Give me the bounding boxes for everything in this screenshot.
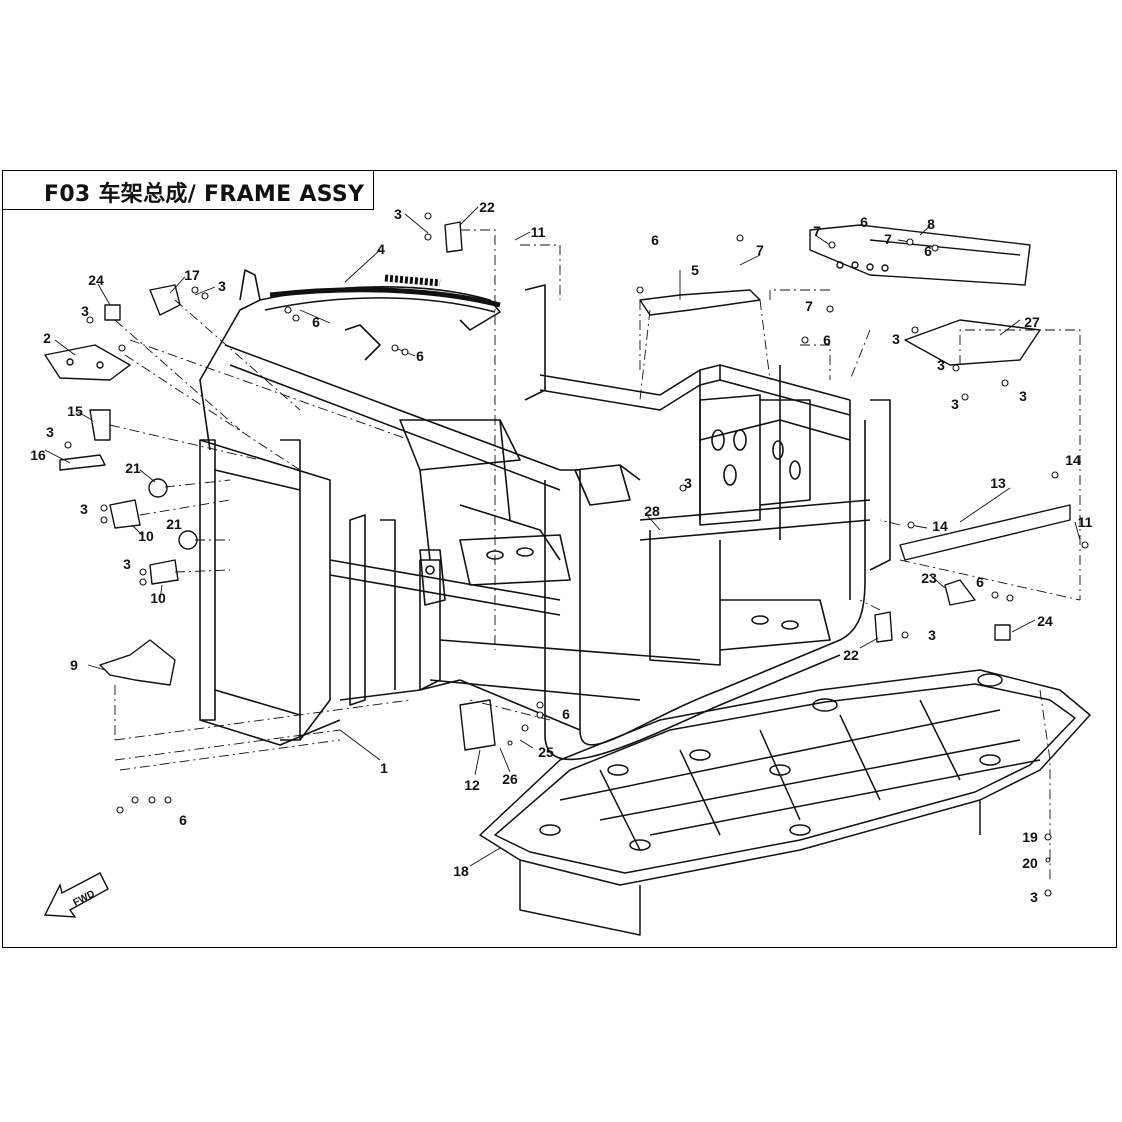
callout-17: 17 bbox=[184, 267, 200, 283]
callout-20: 20 bbox=[1022, 855, 1038, 871]
callout-13: 13 bbox=[990, 475, 1006, 491]
callout-3-near-24: 3 bbox=[81, 303, 89, 319]
callout-6-rear: 6 bbox=[823, 332, 831, 348]
drawing-border bbox=[2, 170, 1117, 948]
callout-10-lower: 10 bbox=[150, 590, 166, 606]
callout-10-upper: 10 bbox=[138, 528, 154, 544]
callout-7-lower: 7 bbox=[805, 298, 813, 314]
callout-19: 19 bbox=[1022, 829, 1038, 845]
callout-3-rear-a: 3 bbox=[951, 396, 959, 412]
callout-labels: 22 3 11 4 17 3 24 3 2 6 6 6 5 7 7 6 7 8 … bbox=[30, 199, 1092, 905]
callout-9: 9 bbox=[70, 657, 78, 673]
callout-7-rack-right: 7 bbox=[884, 231, 892, 247]
callout-6-bottom-left: 6 bbox=[179, 812, 187, 828]
callout-1: 1 bbox=[380, 760, 388, 776]
callout-24-left: 24 bbox=[88, 272, 104, 288]
callout-6-near-5: 6 bbox=[651, 232, 659, 248]
callout-8: 8 bbox=[927, 216, 935, 232]
callout-6-rack-right: 6 bbox=[924, 243, 932, 259]
small-parts bbox=[44, 221, 1071, 751]
callout-18: 18 bbox=[453, 863, 469, 879]
callout-3-near-10b: 3 bbox=[123, 556, 131, 572]
callout-25: 25 bbox=[538, 744, 554, 760]
callout-7-near-5: 7 bbox=[756, 242, 764, 258]
callout-3-near-10a: 3 bbox=[80, 501, 88, 517]
callout-23: 23 bbox=[921, 570, 937, 586]
callout-12: 12 bbox=[464, 777, 480, 793]
title-box bbox=[2, 170, 374, 210]
callout-3-rear-b: 3 bbox=[1019, 388, 1027, 404]
callout-3-top: 3 bbox=[394, 206, 402, 222]
leader-lines bbox=[44, 206, 1081, 867]
callout-6-near-23: 6 bbox=[976, 574, 984, 590]
callout-22-top: 22 bbox=[479, 199, 495, 215]
alignment-lines bbox=[109, 229, 1081, 880]
callout-6-mid: 6 bbox=[416, 348, 424, 364]
callout-6-roll-bar: 6 bbox=[312, 314, 320, 330]
callout-24-right: 24 bbox=[1037, 613, 1053, 629]
page-title: F03 车架总成/ FRAME ASSY bbox=[44, 182, 365, 207]
callout-3-under-27: 3 bbox=[937, 357, 945, 373]
callout-3-near-15: 3 bbox=[46, 424, 54, 440]
callout-5: 5 bbox=[691, 262, 699, 278]
callout-3-near-22: 3 bbox=[928, 627, 936, 643]
callout-21-lower: 21 bbox=[166, 516, 182, 532]
callout-26: 26 bbox=[502, 771, 518, 787]
callout-3-near-17: 3 bbox=[218, 278, 226, 294]
callout-6-near-12: 6 bbox=[562, 706, 570, 722]
callout-27: 27 bbox=[1024, 314, 1040, 330]
frame-structure bbox=[199, 269, 891, 761]
callout-15: 15 bbox=[67, 403, 83, 419]
callout-4: 4 bbox=[377, 241, 385, 257]
callout-14-lower: 14 bbox=[932, 518, 948, 534]
callout-3-near-28: 3 bbox=[684, 475, 692, 491]
callout-21-upper: 21 bbox=[125, 460, 141, 476]
callout-16: 16 bbox=[30, 447, 46, 463]
callout-11-right: 11 bbox=[1078, 514, 1093, 530]
callout-2: 2 bbox=[43, 330, 51, 346]
callout-7-rack: 7 bbox=[813, 223, 821, 239]
callout-14-upper: 14 bbox=[1065, 452, 1081, 468]
callout-3-near-27: 3 bbox=[892, 331, 900, 347]
fasteners bbox=[64, 212, 1089, 897]
callout-11-top: 11 bbox=[531, 224, 546, 240]
skid-plate bbox=[479, 669, 1091, 936]
callout-28: 28 bbox=[644, 503, 660, 519]
fwd-arrow: FWD bbox=[43, 872, 109, 918]
callout-22-lower: 22 bbox=[843, 647, 859, 663]
callout-3-bottom: 3 bbox=[1030, 889, 1038, 905]
callout-6-rack: 6 bbox=[860, 214, 868, 230]
